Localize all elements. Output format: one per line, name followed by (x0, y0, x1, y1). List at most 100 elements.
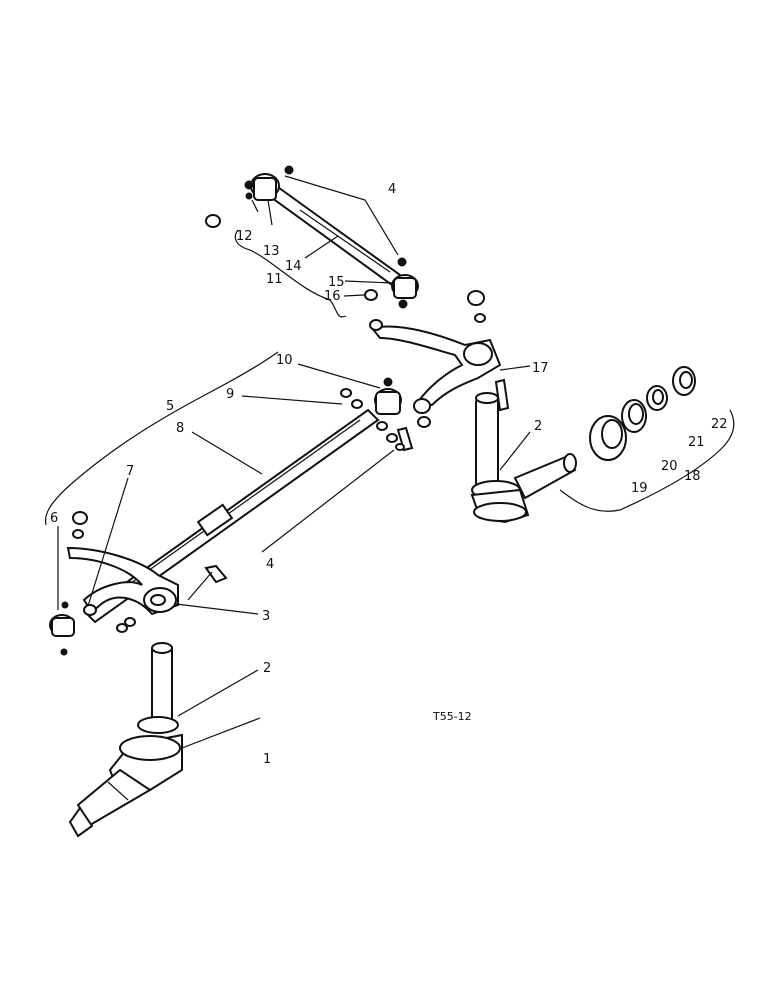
group-brackets (44, 229, 735, 526)
leader-16 (343, 294, 365, 297)
callout-2-lower: 2 (263, 661, 271, 676)
leader-10 (297, 363, 381, 389)
tie-rod-assembly (83, 377, 414, 624)
drag-link-socket-upper (253, 177, 277, 201)
callout-14: 14 (285, 259, 302, 274)
callout-10: 10 (276, 353, 293, 368)
steering-arm-washer-left (369, 319, 383, 331)
callout-7: 7 (126, 464, 134, 479)
kingpin-left-top (151, 642, 173, 654)
steering-arm-3-bore (150, 594, 166, 606)
thrust-washer-left (137, 716, 179, 734)
washer-9b (351, 399, 363, 409)
leader-7 (87, 477, 129, 607)
steering-arm-ball-end (413, 398, 431, 414)
castle-nut-16 (364, 289, 378, 301)
tie-rod-grease-nipple-right (383, 377, 393, 387)
leader-13 (267, 199, 273, 226)
bearing-21-bore (652, 389, 664, 405)
washer-9a (340, 388, 352, 398)
bracket-11 (234, 229, 347, 318)
bearing-cup-19-bore (601, 419, 623, 449)
kingpin-left (151, 644, 173, 726)
drag-link-highlight (299, 209, 391, 273)
callout-6: 6 (50, 511, 58, 526)
callout-15: 15 (328, 275, 345, 290)
leader-14 (304, 235, 339, 259)
callout-21: 21 (688, 435, 705, 450)
callout-4-lower: 4 (266, 557, 274, 572)
stub-axle-right (470, 392, 577, 524)
callout-labels: 1 2 2 3 4 4 5 6 7 8 9 10 11 12 13 14 15 … (50, 182, 728, 767)
washer-lower-b (124, 617, 136, 627)
callout-11: 11 (266, 272, 283, 287)
ball-joint-6-stud (61, 601, 69, 609)
washer-6 (72, 529, 84, 539)
drag-link-assembly (205, 165, 419, 309)
spindle-left-collar (107, 781, 129, 801)
tie-rod-socket-right (375, 391, 401, 415)
drag-link-socket-lower (393, 277, 417, 299)
leader-15 (344, 280, 393, 284)
callout-22: 22 (711, 417, 728, 432)
grease-nipple-lower (397, 257, 407, 267)
knuckle-right-base (473, 502, 527, 522)
callout-2-upper: 2 (534, 419, 542, 434)
knuckle-left-top (119, 735, 181, 761)
figure-code: T55-12 (432, 710, 472, 723)
leader-4-lower (261, 449, 395, 553)
ball-stud-lower (398, 299, 408, 309)
ball-stud-upper (244, 180, 254, 190)
steering-arm-nut (467, 290, 485, 306)
leader-2-upper (499, 431, 531, 471)
leader-1 (181, 717, 261, 749)
steering-arm-3-bolt (187, 571, 213, 601)
grease-nipple-upper (284, 165, 294, 175)
bracket-5 (44, 351, 279, 526)
washer-lower-a (116, 623, 128, 633)
callout-19: 19 (631, 481, 648, 496)
steering-arm-3 (49, 511, 228, 656)
seal-20-bore (628, 403, 644, 425)
kingpin-right-top (475, 392, 499, 404)
callout-4-upper: 4 (388, 182, 396, 197)
split-pin-4 (395, 443, 405, 451)
stub-axle-left (68, 642, 183, 838)
ball-joint-6-socket (51, 617, 75, 637)
leader-8 (191, 431, 263, 475)
callout-5: 5 (166, 399, 174, 414)
callout-13: 13 (263, 244, 280, 259)
callout-18: 18 (684, 469, 701, 484)
ball-joint-6-nipple (60, 648, 68, 656)
tie-rod-highlight (109, 419, 361, 599)
leader-9 (241, 395, 343, 405)
tie-rod-clamp (196, 503, 234, 537)
washer-right-b (386, 433, 398, 443)
steering-arm-boss (463, 342, 493, 366)
leader-12 (251, 199, 259, 213)
castle-nut-left (205, 214, 221, 228)
kingpin-right (475, 397, 499, 491)
spindle-right-end (563, 453, 577, 473)
callout-9: 9 (226, 387, 234, 402)
callout-1: 1 (263, 752, 271, 767)
steering-arm-washer (474, 313, 486, 323)
callout-16: 16 (324, 289, 341, 304)
callout-3: 3 (262, 609, 270, 624)
leader-17 (499, 365, 531, 371)
callout-8: 8 (176, 421, 184, 436)
callout-20: 20 (661, 459, 678, 474)
steering-arm-3-bolt-head (204, 564, 228, 584)
leader-4-upper (284, 175, 399, 256)
hub-parts (589, 366, 696, 461)
leader-lines (57, 175, 531, 749)
nut-6 (72, 511, 88, 525)
spindle-left-thread (68, 806, 94, 838)
callout-17: 17 (532, 361, 549, 376)
cup-22-bore (679, 371, 693, 389)
ball-stud-nut-upper (245, 192, 253, 200)
clamp-7 (83, 604, 97, 616)
bracket-18 (559, 409, 735, 512)
washer-right-a (376, 421, 388, 431)
